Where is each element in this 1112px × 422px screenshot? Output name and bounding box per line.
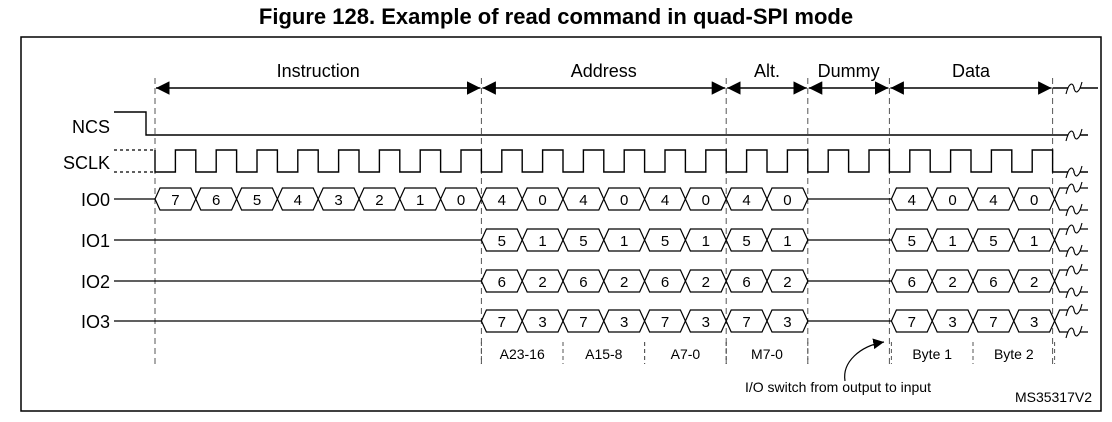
signal-label-io1: IO1 xyxy=(81,231,110,251)
io0-value: 6 xyxy=(212,192,220,209)
io1-value: 1 xyxy=(620,233,628,250)
io3-value: 7 xyxy=(498,314,506,331)
break-mark-io2-top xyxy=(1065,263,1083,277)
waveforms: 7 6 5 4 3 2 1 0 4 0 4 0 4 0 4 0 4 0 4 0 5 1 5 1 5 1 5 1 5 1 5 1 6 2 6 2 6 2 6 2… xyxy=(114,111,1088,333)
phase-label: Address xyxy=(571,61,637,81)
io0-value: 4 xyxy=(661,192,669,209)
io2-value: 6 xyxy=(579,274,587,291)
annotation-text: I/O switch from output to input xyxy=(745,379,931,395)
break-mark-io0-top xyxy=(1065,181,1083,195)
io1-value: 5 xyxy=(498,233,506,250)
field-label: M7-0 xyxy=(751,346,783,362)
break-mark-io0-bottom xyxy=(1065,203,1083,217)
io0-value: 4 xyxy=(908,192,916,209)
io0-value: 0 xyxy=(783,192,791,209)
phase-label: Data xyxy=(952,61,991,81)
io3-value: 3 xyxy=(948,314,956,331)
field-label: A7-0 xyxy=(671,346,701,362)
field-label: Byte 1 xyxy=(912,346,952,362)
io3-value: 3 xyxy=(538,314,546,331)
io1-value: 1 xyxy=(702,233,710,250)
io1-value: 5 xyxy=(989,233,997,250)
io0-value: 4 xyxy=(294,192,302,209)
io3-value: 7 xyxy=(989,314,997,331)
io0-value: 7 xyxy=(171,192,179,209)
io2-value: 6 xyxy=(989,274,997,291)
figure-title: Figure 128. Example of read command in q… xyxy=(258,4,854,29)
io2-value: 6 xyxy=(742,274,750,291)
io3-value: 7 xyxy=(908,314,916,331)
io0-value: 0 xyxy=(702,192,710,209)
io2-value: 6 xyxy=(908,274,916,291)
io0-value: 0 xyxy=(538,192,546,209)
break-mark-io2-bottom xyxy=(1065,285,1083,299)
break-mark-io1-top xyxy=(1065,222,1083,236)
io2-value: 2 xyxy=(702,274,710,291)
io0-value: 4 xyxy=(742,192,750,209)
io2-value: 2 xyxy=(538,274,546,291)
io2-value: 2 xyxy=(948,274,956,291)
io0-value: 0 xyxy=(948,192,956,209)
io0-value: 2 xyxy=(375,192,383,209)
io3-value: 7 xyxy=(579,314,587,331)
field-label: A23-16 xyxy=(500,346,545,362)
io0-value: 4 xyxy=(579,192,587,209)
signal-label-io2: IO2 xyxy=(81,272,110,292)
io3-value: 7 xyxy=(661,314,669,331)
io1-value: 1 xyxy=(783,233,791,250)
io0-value: 3 xyxy=(334,192,342,209)
signal-label-ncs: NCS xyxy=(72,117,110,137)
io0-value: 0 xyxy=(620,192,628,209)
io3-value: 3 xyxy=(702,314,710,331)
io2-value: 2 xyxy=(783,274,791,291)
field-label: Byte 2 xyxy=(994,346,1034,362)
io1-value: 5 xyxy=(579,233,587,250)
io3-value: 3 xyxy=(783,314,791,331)
io2-value: 2 xyxy=(620,274,628,291)
io0-value: 5 xyxy=(253,192,261,209)
sclk-waveform xyxy=(154,149,1088,173)
io2-value: 6 xyxy=(498,274,506,291)
ncs-waveform xyxy=(114,111,1088,136)
io3-value: 3 xyxy=(620,314,628,331)
break-mark-sclk xyxy=(1065,165,1083,179)
break-marks xyxy=(1065,81,1083,339)
io1-value: 5 xyxy=(661,233,669,250)
break-mark-io3-bottom xyxy=(1065,325,1083,339)
io0-value: 4 xyxy=(498,192,506,209)
phase-labels: Instruction Address Alt. Dummy Data xyxy=(156,61,1098,95)
figure-id: MS35317V2 xyxy=(1015,389,1092,405)
io1-value: 5 xyxy=(742,233,750,250)
io2-value: 2 xyxy=(1030,274,1038,291)
io0-value: 1 xyxy=(416,192,424,209)
break-mark-phase xyxy=(1065,81,1083,95)
signal-label-io3: IO3 xyxy=(81,312,110,332)
phase-label: Instruction xyxy=(277,61,360,81)
break-mark-io3-top xyxy=(1065,303,1083,317)
io0-value: 0 xyxy=(1030,192,1038,209)
io1-value: 1 xyxy=(538,233,546,250)
field-label: A15-8 xyxy=(585,346,623,362)
io3-value: 3 xyxy=(1030,314,1038,331)
io3-value: 7 xyxy=(742,314,750,331)
io0-value: 4 xyxy=(989,192,997,209)
io1-value: 5 xyxy=(908,233,916,250)
sclk-idle-dashed xyxy=(114,149,155,173)
signal-label-sclk: SCLK xyxy=(63,153,110,173)
break-mark-io1-bottom xyxy=(1065,244,1083,258)
io2-value: 6 xyxy=(661,274,669,291)
phase-label: Alt. xyxy=(754,61,780,81)
phase-label: Dummy xyxy=(818,61,880,81)
field-labels: A23-16 A15-8 A7-0 M7-0 Byte 1 Byte 2 xyxy=(480,342,1056,364)
diagram-border xyxy=(20,36,1102,412)
annotation-arrow xyxy=(844,338,885,382)
io0-value: 0 xyxy=(457,192,465,209)
io1-value: 1 xyxy=(1030,233,1038,250)
io1-value: 1 xyxy=(948,233,956,250)
signal-label-io0: IO0 xyxy=(81,190,110,210)
break-mark-ncs xyxy=(1065,128,1083,142)
